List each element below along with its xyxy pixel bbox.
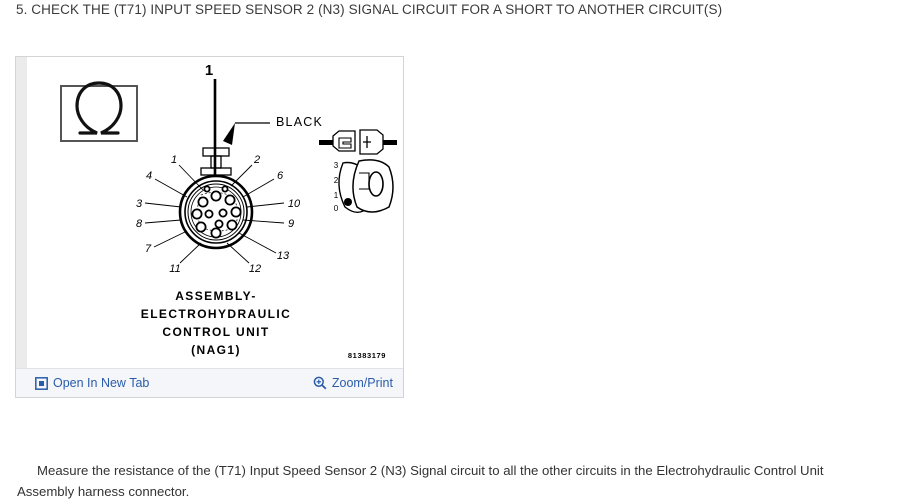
svg-text:7: 7 xyxy=(145,243,152,255)
svg-text:0: 0 xyxy=(334,204,339,213)
connector-latch xyxy=(200,147,232,176)
svg-text:11: 11 xyxy=(169,263,180,275)
svg-text:1: 1 xyxy=(205,62,213,79)
instruction-paragraph: Measure the resistance of the (T71) Inpu… xyxy=(17,463,824,500)
pin-callouts xyxy=(144,164,285,264)
svg-text:2: 2 xyxy=(253,154,260,166)
svg-text:8: 8 xyxy=(136,218,143,230)
terminal-detail-view: 3 2 1 0 xyxy=(334,159,394,214)
zoom-print-button[interactable]: Zoom/Print xyxy=(313,376,393,390)
zoom-print-label: Zoom/Print xyxy=(331,376,393,390)
svg-text:1: 1 xyxy=(171,154,177,166)
connector-face xyxy=(178,174,254,250)
svg-text:6: 6 xyxy=(277,170,284,182)
pin-number-labels: 1 2 4 6 3 10 8 9 7 13 11 12 xyxy=(136,154,301,275)
figure-toolbar: Open In New Tab Zoom/Print xyxy=(16,368,403,397)
figure-image[interactable]: 1 BLACK xyxy=(27,57,403,368)
svg-text:ASSEMBLY-: ASSEMBLY- xyxy=(175,289,257,303)
inline-connector-pair xyxy=(319,129,397,155)
svg-text:4: 4 xyxy=(146,170,152,182)
svg-text:ELECTROHYDRAULIC: ELECTROHYDRAULIC xyxy=(141,307,291,321)
figure-left-gutter xyxy=(16,57,27,397)
magnifier-plus-icon xyxy=(313,376,327,390)
part-number: 81383179 xyxy=(348,351,386,360)
wire-color-label: BLACK xyxy=(276,115,323,129)
open-in-new-tab-label: Open In New Tab xyxy=(53,376,150,390)
svg-text:3: 3 xyxy=(334,161,339,170)
component-title: ASSEMBLY- ELECTROHYDRAULIC CONTROL UNIT … xyxy=(141,289,291,357)
svg-text:13: 13 xyxy=(277,250,290,262)
svg-text:9: 9 xyxy=(288,218,294,230)
page-title: 5. CHECK THE (T71) INPUT SPEED SENSOR 2 … xyxy=(16,2,723,17)
figure-card: 1 BLACK xyxy=(15,56,404,398)
svg-text:CONTROL UNIT: CONTROL UNIT xyxy=(162,325,269,339)
svg-text:2: 2 xyxy=(334,176,339,185)
open-in-new-tab-button[interactable]: Open In New Tab xyxy=(35,376,149,390)
svg-text:10: 10 xyxy=(288,198,301,210)
svg-text:(NAG1): (NAG1) xyxy=(191,343,241,357)
svg-text:3: 3 xyxy=(136,198,143,210)
open-in-new-tab-icon xyxy=(35,376,48,390)
svg-text:12: 12 xyxy=(249,263,261,275)
ohm-symbol-box xyxy=(60,81,138,142)
svg-text:1: 1 xyxy=(334,191,339,200)
wire-color-callout: BLACK xyxy=(223,115,323,145)
